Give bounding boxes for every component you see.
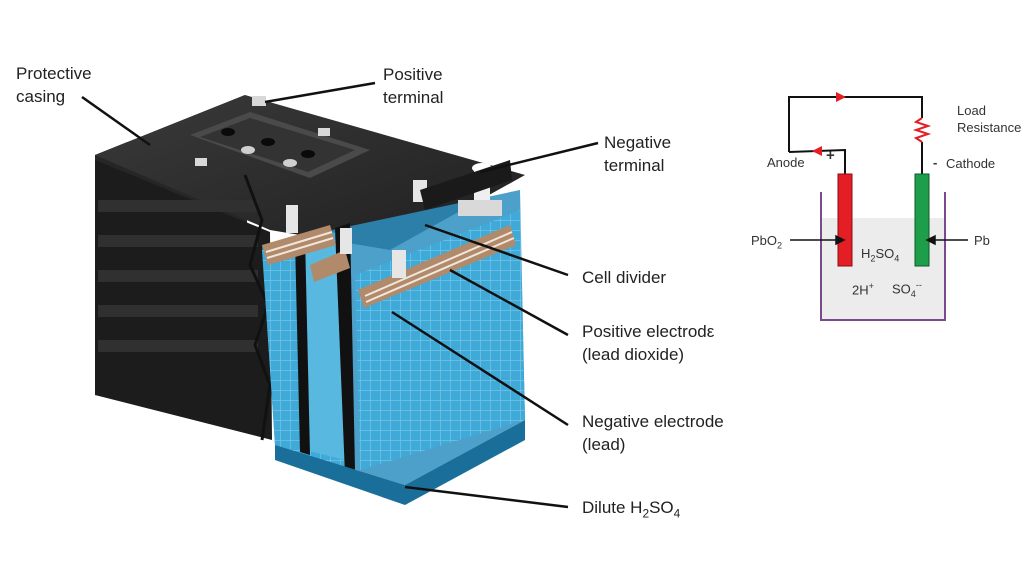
label-cathode: Cathode [946, 156, 996, 171]
beaker [820, 192, 946, 321]
anode-plate [837, 173, 853, 267]
cathode-plate [914, 173, 930, 267]
label-cell-divider: Cell divider [582, 268, 667, 287]
top-handle [190, 96, 370, 178]
label-minus-sign: - [933, 155, 938, 170]
label-sulfate-ion: SO4-- [892, 280, 922, 299]
label-anode: Anode [767, 155, 805, 170]
label-plus-sign: + [826, 147, 835, 164]
label-h2so4-solution: H2SO4 [861, 246, 900, 264]
label-negative-electrode: Negative electrode (lead) [582, 412, 724, 454]
label-pb: Pb [974, 233, 990, 248]
label-negative-terminal: Negative terminal [604, 133, 672, 175]
label-hydrogen-ion: 2H+ [852, 281, 874, 298]
external-wire [788, 96, 923, 175]
label-pbo2: PbO2 [751, 233, 783, 251]
label-positive-terminal: Positive terminal [383, 65, 444, 107]
load-resistor [912, 117, 932, 143]
label-dilute-h2so4: Dilute H2SO4 [582, 498, 681, 521]
label-positive-electrode: Positive electrodε (lead dioxide) [582, 322, 715, 364]
current-arrow-anode [812, 146, 822, 156]
label-protective-casing: Protective casing [16, 64, 92, 106]
current-arrow-top [836, 92, 846, 102]
label-load-resistance: Load Resistance [957, 103, 1022, 135]
